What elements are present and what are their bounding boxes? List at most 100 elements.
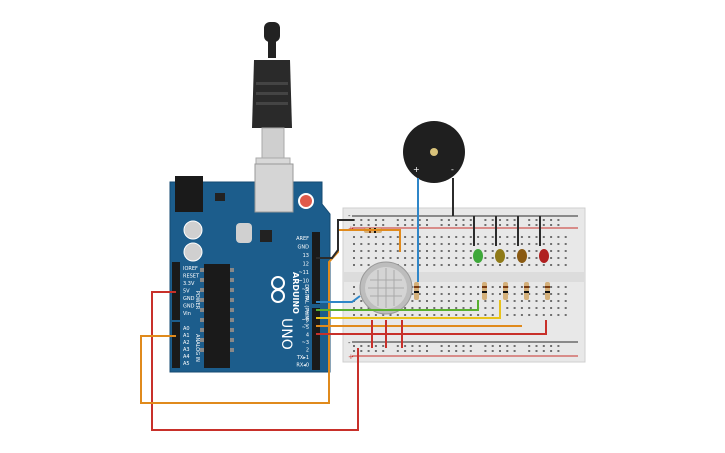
- led-amber[interactable]: [517, 216, 527, 263]
- breadboard-hole[interactable]: [550, 243, 553, 245]
- breadboard-hole[interactable]: [462, 257, 465, 259]
- breadboard-hole[interactable]: [513, 286, 516, 288]
- breadboard-hole[interactable]: [440, 257, 443, 259]
- breadboard-hole[interactable]: [360, 264, 363, 266]
- breadboard-hole[interactable]: [513, 350, 516, 352]
- breadboard-hole[interactable]: [360, 257, 363, 259]
- breadboard-hole[interactable]: [426, 350, 428, 352]
- breadboard-hole[interactable]: [520, 236, 523, 238]
- breadboard-hole[interactable]: [535, 345, 538, 347]
- breadboard-hole[interactable]: [469, 300, 472, 302]
- breadboard-hole[interactable]: [455, 286, 458, 288]
- breadboard-hole[interactable]: [455, 314, 458, 316]
- breadboard-hole[interactable]: [447, 219, 450, 221]
- breadboard-hole[interactable]: [506, 350, 509, 352]
- breadboard-hole[interactable]: [411, 307, 414, 309]
- breadboard-hole[interactable]: [535, 300, 538, 302]
- breadboard-hole[interactable]: [557, 236, 560, 238]
- breadboard-hole[interactable]: [528, 307, 531, 309]
- resistor[interactable]: [414, 282, 419, 300]
- reset-button[interactable]: [298, 193, 314, 209]
- breadboard-hole[interactable]: [455, 345, 458, 347]
- breadboard-hole[interactable]: [367, 345, 370, 347]
- breadboard-hole[interactable]: [411, 243, 414, 245]
- breadboard-hole[interactable]: [542, 224, 545, 226]
- breadboard-hole[interactable]: [528, 264, 531, 266]
- breadboard-hole[interactable]: [535, 350, 538, 352]
- breadboard-hole[interactable]: [550, 219, 553, 221]
- breadboard-hole[interactable]: [440, 345, 443, 347]
- breadboard-hole[interactable]: [374, 243, 377, 245]
- breadboard-hole[interactable]: [535, 264, 538, 266]
- breadboard-hole[interactable]: [520, 264, 523, 266]
- breadboard-hole[interactable]: [367, 350, 370, 352]
- breadboard-hole[interactable]: [469, 219, 472, 221]
- breadboard-hole[interactable]: [513, 300, 516, 302]
- breadboard-hole[interactable]: [396, 257, 399, 259]
- breadboard-hole[interactable]: [477, 286, 480, 288]
- breadboard-hole[interactable]: [550, 236, 553, 238]
- resistor[interactable]: [545, 282, 550, 300]
- breadboard-hole[interactable]: [440, 243, 443, 245]
- led-red[interactable]: [539, 216, 549, 263]
- breadboard-hole[interactable]: [557, 224, 560, 226]
- breadboard-hole[interactable]: [557, 250, 560, 252]
- breadboard-hole[interactable]: [484, 250, 487, 252]
- breadboard-hole[interactable]: [447, 243, 450, 245]
- breadboard-hole[interactable]: [433, 264, 436, 266]
- breadboard-hole[interactable]: [528, 250, 531, 252]
- breadboard-hole[interactable]: [440, 293, 443, 295]
- breadboard-hole[interactable]: [411, 350, 414, 352]
- breadboard-hole[interactable]: [447, 236, 450, 238]
- breadboard-hole[interactable]: [426, 345, 428, 347]
- breadboard-hole[interactable]: [550, 300, 553, 302]
- breadboard-hole[interactable]: [462, 345, 465, 347]
- breadboard-hole[interactable]: [506, 307, 509, 309]
- breadboard-hole[interactable]: [513, 243, 516, 245]
- breadboard-hole[interactable]: [404, 350, 407, 352]
- breadboard-hole[interactable]: [367, 307, 370, 309]
- breadboard-hole[interactable]: [426, 293, 428, 295]
- breadboard-hole[interactable]: [418, 224, 421, 226]
- breadboard-hole[interactable]: [462, 236, 465, 238]
- breadboard-hole[interactable]: [360, 314, 363, 316]
- breadboard-hole[interactable]: [535, 314, 538, 316]
- breadboard-hole[interactable]: [360, 307, 363, 309]
- breadboard-hole[interactable]: [462, 350, 465, 352]
- breadboard-hole[interactable]: [550, 264, 553, 266]
- breadboard-hole[interactable]: [542, 307, 545, 309]
- breadboard-hole[interactable]: [374, 350, 377, 352]
- breadboard-hole[interactable]: [484, 350, 487, 352]
- breadboard-hole[interactable]: [360, 250, 363, 252]
- breadboard-hole[interactable]: [513, 250, 516, 252]
- breadboard-hole[interactable]: [542, 345, 545, 347]
- breadboard-hole[interactable]: [550, 345, 553, 347]
- breadboard-hole[interactable]: [520, 286, 523, 288]
- breadboard-hole[interactable]: [353, 314, 355, 316]
- breadboard-hole[interactable]: [447, 257, 450, 259]
- breadboard-hole[interactable]: [411, 314, 414, 316]
- breadboard-hole[interactable]: [360, 243, 363, 245]
- breadboard-hole[interactable]: [440, 307, 443, 309]
- breadboard-hole[interactable]: [469, 345, 472, 347]
- breadboard-hole[interactable]: [418, 300, 421, 302]
- breadboard-hole[interactable]: [513, 345, 516, 347]
- breadboard-hole[interactable]: [564, 286, 567, 288]
- breadboard-hole[interactable]: [404, 224, 407, 226]
- breadboard-hole[interactable]: [455, 224, 458, 226]
- breadboard-hole[interactable]: [528, 243, 531, 245]
- breadboard-hole[interactable]: [404, 257, 407, 259]
- breadboard-hole[interactable]: [404, 236, 407, 238]
- breadboard-hole[interactable]: [542, 286, 545, 288]
- breadboard-hole[interactable]: [462, 219, 465, 221]
- breadboard-hole[interactable]: [491, 314, 494, 316]
- breadboard-hole[interactable]: [418, 250, 421, 252]
- breadboard-hole[interactable]: [491, 293, 494, 295]
- breadboard-hole[interactable]: [491, 350, 494, 352]
- breadboard-hole[interactable]: [499, 236, 501, 238]
- breadboard-hole[interactable]: [411, 293, 414, 295]
- breadboard-hole[interactable]: [455, 307, 458, 309]
- breadboard-hole[interactable]: [433, 243, 436, 245]
- breadboard-hole[interactable]: [426, 219, 428, 221]
- breadboard-hole[interactable]: [367, 250, 370, 252]
